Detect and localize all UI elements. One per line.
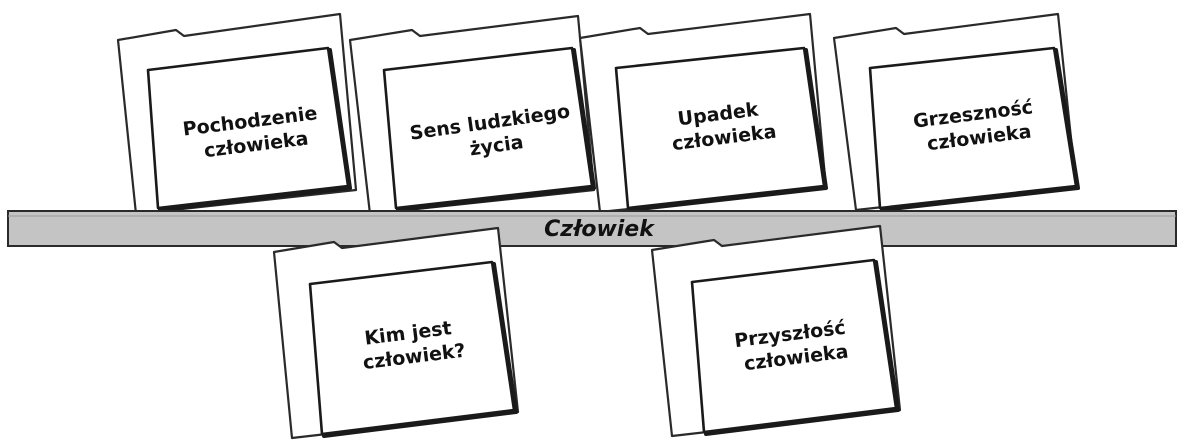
- folder-front: [690, 258, 898, 434]
- folder-bottom-2[interactable]: Przyszłość człowieka: [650, 224, 902, 438]
- central-bar-label: Człowiek: [544, 217, 655, 242]
- folder-top-4[interactable]: Grzeszność człowieka: [832, 12, 1080, 212]
- central-bar-rect: [7, 210, 1177, 247]
- folder-top-2[interactable]: Sens ludzkiego życia: [348, 14, 596, 216]
- folder-top-1[interactable]: Pochodzenie człowieka: [116, 12, 358, 216]
- folder-front: [146, 46, 350, 210]
- central-bar: Człowiek: [7, 210, 1177, 247]
- folder-bottom-1[interactable]: Kim jest człowiek?: [272, 226, 520, 440]
- folder-front: [308, 260, 516, 436]
- folder-front: [868, 46, 1078, 210]
- folder-top-3[interactable]: Upadek człowieka: [578, 12, 828, 214]
- folder-front: [614, 46, 826, 210]
- folder-front: [382, 46, 594, 210]
